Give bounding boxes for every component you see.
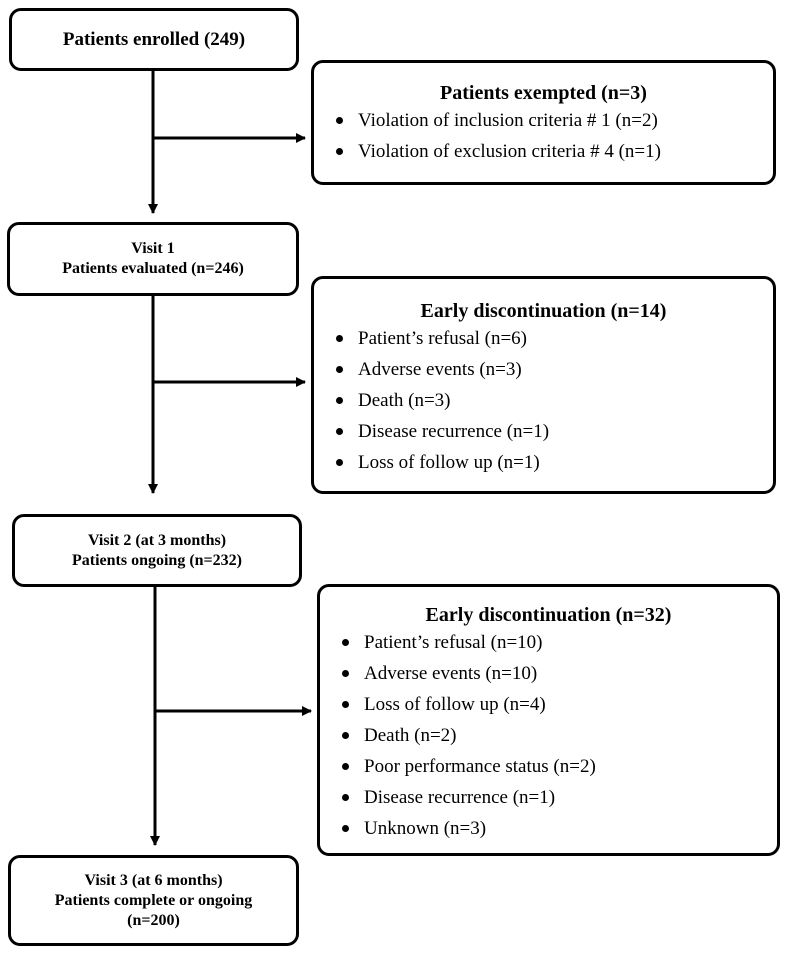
discontinuation1-title: Early discontinuation (n=14) — [420, 300, 667, 322]
list-item: Death (n=2) — [320, 720, 777, 751]
list-item: Disease recurrence (n=1) — [320, 782, 777, 813]
list-item: Adverse events (n=3) — [314, 354, 773, 385]
visit3-status: Patients complete or ongoing — [54, 891, 253, 909]
discontinuation2-list: Patient’s refusal (n=10) Adverse events … — [320, 627, 777, 844]
list-item: Poor performance status (n=2) — [320, 751, 777, 782]
enrolled-box: Patients enrolled (249) — [9, 8, 299, 71]
discontinuation1-box: Early discontinuation (n=14) Patient’s r… — [311, 276, 776, 494]
discontinuation2-title: Early discontinuation (n=32) — [425, 604, 672, 626]
list-item: Loss of follow up (n=4) — [320, 689, 777, 720]
visit2-count: Patients ongoing (n=232) — [71, 551, 242, 569]
list-item: Patient’s refusal (n=10) — [320, 627, 777, 658]
exempted-box: Patients exempted (n=3) Violation of inc… — [311, 60, 776, 185]
discontinuation1-list: Patient’s refusal (n=6) Adverse events (… — [314, 323, 773, 478]
exempted-title: Patients exempted (n=3) — [440, 82, 647, 104]
list-item: Death (n=3) — [314, 385, 773, 416]
list-item: Unknown (n=3) — [320, 813, 777, 844]
list-item: Patient’s refusal (n=6) — [314, 323, 773, 354]
enrolled-label: Patients enrolled (249) — [62, 28, 246, 50]
list-item: Disease recurrence (n=1) — [314, 416, 773, 447]
list-item: Violation of inclusion criteria # 1 (n=2… — [314, 105, 773, 136]
visit1-count: Patients evaluated (n=246) — [62, 260, 244, 277]
visit3-title: Visit 3 (at 6 months) — [84, 871, 223, 889]
visit1-box: Visit 1 Patients evaluated (n=246) — [7, 222, 299, 296]
list-item: Violation of exclusion criteria # 4 (n=1… — [314, 136, 773, 167]
list-item: Adverse events (n=10) — [320, 658, 777, 689]
visit2-title: Visit 2 (at 3 months) — [87, 531, 227, 549]
discontinuation2-box: Early discontinuation (n=32) Patient’s r… — [317, 584, 780, 856]
visit1-title: Visit 1 — [131, 240, 175, 257]
exempted-list: Violation of inclusion criteria # 1 (n=2… — [314, 105, 773, 167]
visit3-count: (n=200) — [127, 911, 180, 929]
visit3-box: Visit 3 (at 6 months) Patients complete … — [8, 855, 299, 946]
list-item: Loss of follow up (n=1) — [314, 447, 773, 478]
visit2-box: Visit 2 (at 3 months) Patients ongoing (… — [12, 514, 302, 587]
